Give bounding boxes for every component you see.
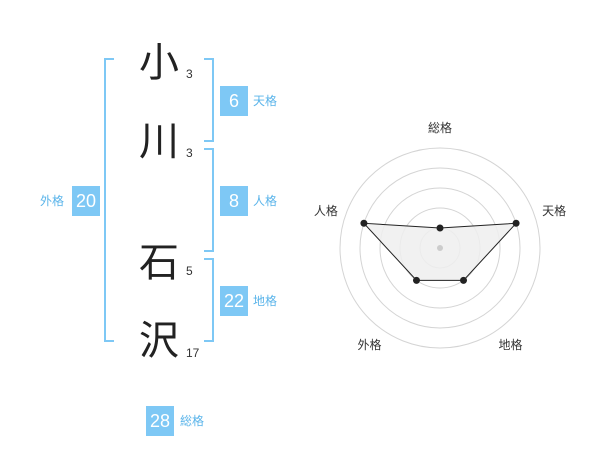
chikaku-label: 地格 [253, 294, 278, 308]
tenkaku-label: 天格 [253, 94, 278, 108]
radar-axis-label-2: 天格 [542, 203, 566, 218]
radar-point-2 [512, 219, 520, 227]
gaikaku-label: 外格 [40, 194, 65, 208]
name-char-2: 川 [139, 119, 179, 165]
radar-data-polygon [362, 222, 518, 281]
soukaku-label: 総格 [180, 414, 205, 428]
jinkaku-label: 人格 [253, 194, 278, 208]
chikaku-bracket [204, 258, 214, 342]
jinkaku-value: 8 [220, 186, 248, 216]
stroke-count-3: 5 [186, 264, 193, 278]
chikaku-value: 22 [220, 286, 248, 316]
name-char-1: 小 [139, 40, 179, 86]
stroke-count-1: 3 [186, 67, 193, 81]
radar-axis-label-5: 人格 [314, 203, 338, 218]
radar-point-1 [436, 224, 444, 232]
radar-point-5 [360, 219, 368, 227]
radar-axis-label-3: 地格 [499, 337, 523, 352]
gaikaku-value: 20 [72, 186, 100, 216]
jinkaku-bracket [204, 148, 214, 252]
radar-center-dot [437, 245, 443, 251]
stroke-count-2: 3 [186, 146, 193, 160]
stroke-count-4: 17 [186, 346, 200, 360]
radar-axis-label-4: 外格 [357, 337, 381, 352]
tenkaku-value: 6 [220, 86, 248, 116]
radar-ring-5 [339, 147, 541, 349]
radar-ring-3 [379, 187, 501, 309]
name-char-4: 沢 [139, 318, 179, 364]
tenkaku-bracket [204, 58, 214, 142]
gaikaku-bracket [104, 58, 114, 342]
name-char-3: 石 [139, 240, 179, 286]
radar-point-3 [460, 276, 468, 284]
radar-ring-4 [359, 167, 521, 329]
soukaku-value: 28 [146, 406, 174, 436]
radar-point-4 [412, 276, 420, 284]
radar-axis-label-1: 総格 [428, 120, 452, 135]
